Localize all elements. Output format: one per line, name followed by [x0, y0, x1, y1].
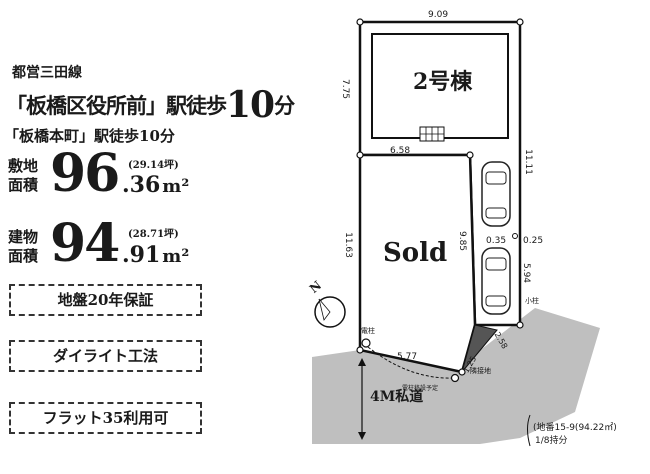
north-arrow-icon: [314, 296, 346, 328]
road-label: 4M私道: [370, 389, 424, 405]
land-area-label-top: 敷地: [8, 157, 39, 175]
dim-right-upper: 11.11: [522, 149, 533, 175]
building-area-label-bottom: 面積: [8, 247, 39, 265]
land-area-label: 敷地 面積: [8, 157, 38, 195]
main-station-access: 「板橋区役所前」駅徒歩10分: [6, 84, 295, 126]
dim-left-lower: 11.63: [342, 232, 353, 258]
sold-label: Sold: [383, 238, 448, 268]
dim-left-upper: 7.75: [340, 78, 351, 100]
pole-relocation-label: 電柱移設予定: [402, 385, 439, 392]
feature-ground-warranty: 地盤20年保証: [9, 284, 202, 316]
dim-mid-width: 6.58: [390, 146, 411, 156]
dim-right-lower: 5.94: [521, 262, 532, 284]
road-share-line1: (地番15-9(94.22㎡): [533, 423, 617, 433]
car-icon: [481, 247, 511, 315]
building-2-label: 2号棟: [413, 69, 473, 95]
main-station-minutes: 10: [226, 84, 275, 126]
building-area-integer: 94: [50, 213, 120, 274]
dim-mid-vertical: 9.85: [457, 230, 468, 252]
main-station-prefix: 「板橋区役所前」駅徒歩: [6, 93, 227, 118]
feature-flat35: フラット35利用可: [9, 402, 202, 434]
pole-label: 電柱: [361, 327, 375, 335]
corner-cut-area: [461, 324, 498, 373]
dim-bottom: 5.77: [397, 352, 418, 362]
land-area-label-bottom: 面積: [8, 176, 39, 194]
land-area-tsubo: (29.14坪): [128, 160, 179, 171]
small-post-label: 小柱: [525, 297, 539, 305]
land-area-integer: 96: [50, 143, 120, 204]
boundary-label: 隣接地: [470, 367, 491, 375]
dim-offset-b: 0.25: [523, 236, 544, 246]
building-area-label: 建物 面積: [8, 228, 38, 266]
car-icon: [481, 161, 511, 227]
building-area-label-top: 建物: [8, 228, 39, 246]
main-station-unit: 分: [274, 93, 295, 118]
building-area-tsubo: (28.71坪): [128, 229, 179, 240]
utility-pole-new-icon: [450, 373, 460, 383]
road-width-arrow: [358, 358, 366, 440]
dim-offset-a: 0.35: [486, 236, 507, 246]
road-share-line2: 1/8持分: [535, 436, 568, 446]
feature-dailite-method: ダイライト工法: [9, 340, 202, 372]
utility-pole-icon: [361, 338, 371, 348]
entrance-grid: [419, 126, 445, 142]
sub-station-access: 「板橋本町」駅徒歩10分: [4, 127, 175, 145]
train-line: 都営三田線: [12, 65, 82, 81]
dim-top: 9.09: [428, 10, 449, 20]
